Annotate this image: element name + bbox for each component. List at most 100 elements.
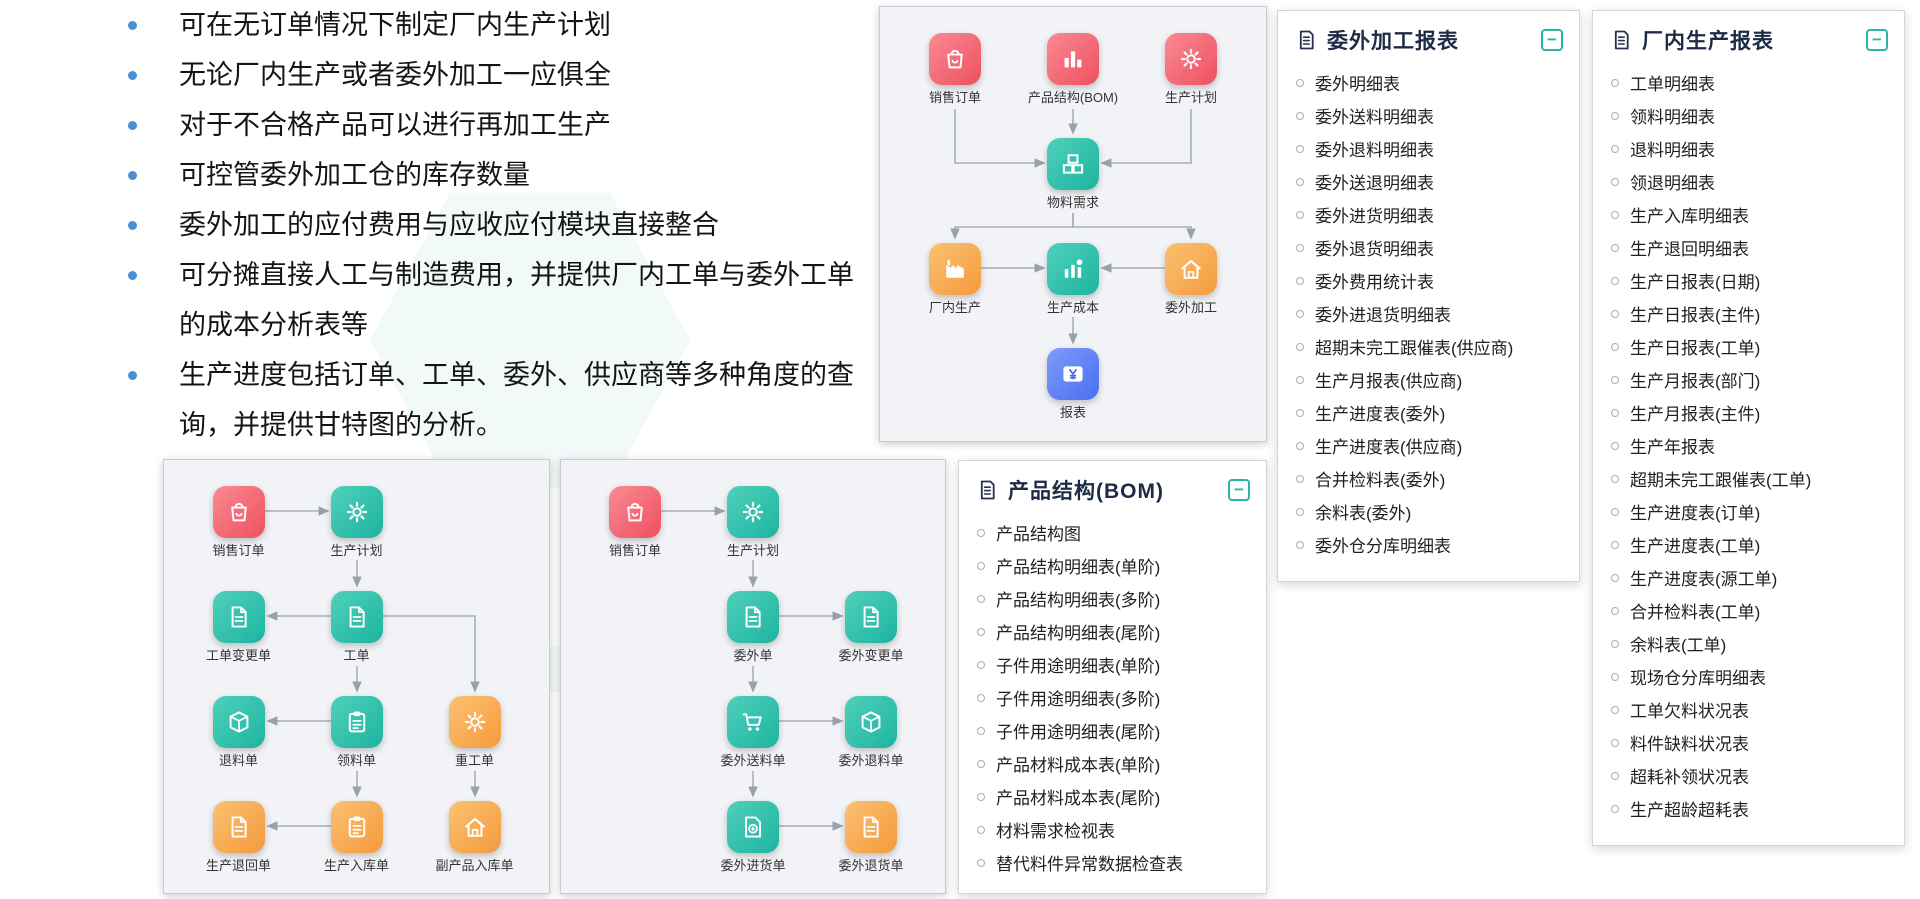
flow-node-label: 委外进货单 [720, 858, 786, 873]
report-item-label: 委外仓分库明细表 [1315, 537, 1451, 556]
report-item-label: 生产月报表(主件) [1630, 405, 1761, 424]
report-item-label: 生产月报表(供应商) [1315, 372, 1463, 391]
report-item-label: 余料表(委外) [1315, 504, 1412, 523]
report-item[interactable]: 生产进度表(订单) [1611, 495, 1886, 528]
box-icon [845, 696, 897, 748]
report-item[interactable]: 生产月报表(供应商) [1296, 363, 1561, 396]
report-item[interactable]: 工单明细表 [1611, 66, 1886, 99]
report-item[interactable]: 替代料件异常数据检查表 [977, 846, 1248, 879]
panel-header: 产品结构(BOM) − [973, 471, 1252, 514]
report-doc-icon [1294, 28, 1318, 52]
report-item[interactable]: 余料表(委外) [1296, 495, 1561, 528]
report-item[interactable]: 余料表(工单) [1611, 627, 1886, 660]
feature-bullet: 委外加工的应付费用与应收应付模块直接整合 [120, 200, 865, 250]
report-item[interactable]: 委外费用统计表 [1296, 264, 1561, 297]
report-item[interactable]: 委外仓分库明细表 [1296, 528, 1561, 561]
report-item[interactable]: 委外进货明细表 [1296, 198, 1561, 231]
report-item[interactable]: 领退明细表 [1611, 165, 1886, 198]
report-item[interactable]: 生产日报表(主件) [1611, 297, 1886, 330]
flow-node-label: 领料单 [336, 753, 376, 768]
report-item[interactable]: 生产月报表(部门) [1611, 363, 1886, 396]
collapse-button[interactable]: − [1228, 479, 1250, 501]
report-item[interactable]: 超期未完工跟催表(工单) [1611, 462, 1886, 495]
report-item[interactable]: 生产退回明细表 [1611, 231, 1886, 264]
report-item[interactable]: 领料明细表 [1611, 99, 1886, 132]
report-item-label: 生产超龄超耗表 [1630, 801, 1749, 820]
feature-bullet-text: 可分摊直接人工与制造费用，并提供厂内工单与委外工单的成本分析表等 [179, 260, 854, 340]
report-item-label: 生产退回明细表 [1630, 240, 1749, 259]
report-item[interactable]: 料件缺料状况表 [1611, 726, 1886, 759]
report-item[interactable]: 工单欠料状况表 [1611, 693, 1886, 726]
circle-bullet-icon [977, 726, 985, 735]
report-item[interactable]: 生产日报表(日期) [1611, 264, 1886, 297]
report-item[interactable]: 产品材料成本表(尾阶) [977, 780, 1248, 813]
report-item[interactable]: 现场仓分库明细表 [1611, 660, 1886, 693]
report-item[interactable]: 生产年报表 [1611, 429, 1886, 462]
report-item-label: 委外退料明细表 [1315, 141, 1434, 160]
report-item[interactable]: 生产进度表(源工单) [1611, 561, 1886, 594]
outsource-flow-layer: 销售订单 生产计划 委外单 委外变更单 委外送料单 委外退料单 委外进货单 [575, 472, 931, 880]
report-item[interactable]: 产品结构明细表(尾阶) [977, 615, 1248, 648]
circle-bullet-icon [977, 825, 985, 834]
circle-bullet-icon [1296, 441, 1304, 450]
collapse-button[interactable]: − [1541, 29, 1563, 51]
report-item[interactable]: 委外明细表 [1296, 66, 1561, 99]
report-item-label: 产品结构明细表(多阶) [996, 591, 1161, 610]
circle-bullet-icon [1296, 177, 1304, 186]
report-item[interactable]: 委外退货明细表 [1296, 231, 1561, 264]
report-item[interactable]: 产品结构明细表(多阶) [977, 582, 1248, 615]
flow-node-label: 生产成本 [1046, 300, 1099, 315]
report-item-label: 生产进度表(委外) [1315, 405, 1446, 424]
flow-node: 生产计划 [701, 486, 805, 558]
collapse-button[interactable]: − [1866, 29, 1888, 51]
flow-node-label: 生产退回单 [205, 858, 271, 873]
circle-bullet-icon [977, 561, 985, 570]
report-item[interactable]: 委外送退明细表 [1296, 165, 1561, 198]
feature-bullet-text: 对于不合格产品可以进行再加工生产 [179, 110, 611, 140]
circle-bullet-icon [977, 792, 985, 801]
flow-node: 委外退货单 [819, 801, 923, 873]
report-item[interactable]: 超耗补领状况表 [1611, 759, 1886, 792]
circle-bullet-icon [1611, 804, 1619, 813]
report-item[interactable]: 合并检料表(委外) [1296, 462, 1561, 495]
report-item[interactable]: 生产进度表(委外) [1296, 396, 1561, 429]
circle-bullet-icon [1296, 309, 1304, 318]
report-item[interactable]: 子件用途明细表(尾阶) [977, 714, 1248, 747]
report-item[interactable]: 生产入库明细表 [1611, 198, 1886, 231]
flow-node: 委外变更单 [819, 591, 923, 663]
report-item[interactable]: 委外送料明细表 [1296, 99, 1561, 132]
circle-bullet-icon [1611, 144, 1619, 153]
report-item[interactable]: 子件用途明细表(多阶) [977, 681, 1248, 714]
report-item[interactable]: 材料需求检视表 [977, 813, 1248, 846]
report-item[interactable]: 生产月报表(主件) [1611, 396, 1886, 429]
circle-bullet-icon [977, 759, 985, 768]
report-item[interactable]: 超期未完工跟催表(供应商) [1296, 330, 1561, 363]
report-item[interactable]: 生产进度表(工单) [1611, 528, 1886, 561]
doc-icon [212, 591, 265, 643]
report-item[interactable]: 生产超龄超耗表 [1611, 792, 1886, 825]
report-item[interactable]: 产品结构明细表(单阶) [977, 549, 1248, 582]
report-item[interactable]: 子件用途明细表(单阶) [977, 648, 1248, 681]
report-item[interactable]: 合并检料表(工单) [1611, 594, 1886, 627]
panel-header: 委外加工报表 − [1292, 21, 1565, 64]
report-item[interactable]: 生产进度表(供应商) [1296, 429, 1561, 462]
panel-header: 厂内生产报表 − [1607, 21, 1890, 64]
report-item[interactable]: 生产日报表(工单) [1611, 330, 1886, 363]
report-item-label: 生产入库明细表 [1630, 207, 1749, 226]
flow-node: 退料单 [187, 696, 291, 768]
flow-node: 副产品入库单 [423, 801, 527, 873]
report-item-label: 子件用途明细表(单阶) [996, 657, 1161, 676]
report-item-label: 委外明细表 [1315, 75, 1400, 94]
flow-node: 物料需求 [1021, 138, 1125, 210]
report-item[interactable]: 委外退料明细表 [1296, 132, 1561, 165]
outsource-reports-list: 委外明细表 委外送料明细表 委外退料明细表 委外送退明细表 委外进货明细表 委外… [1292, 64, 1565, 563]
report-item[interactable]: 产品材料成本表(单阶) [977, 747, 1248, 780]
bars-icon [1047, 33, 1099, 85]
flow-node-label: 委外加工 [1164, 300, 1217, 315]
yen-card-icon [1047, 348, 1099, 400]
report-item[interactable]: 退料明细表 [1611, 132, 1886, 165]
circle-bullet-icon [1611, 540, 1619, 549]
report-item[interactable]: 产品结构图 [977, 516, 1248, 549]
factory-reports-panel: 厂内生产报表 − 工单明细表 领料明细表 退料明细表 领退明细表 生产入库明细表… [1592, 10, 1905, 846]
report-item[interactable]: 委外进退货明细表 [1296, 297, 1561, 330]
